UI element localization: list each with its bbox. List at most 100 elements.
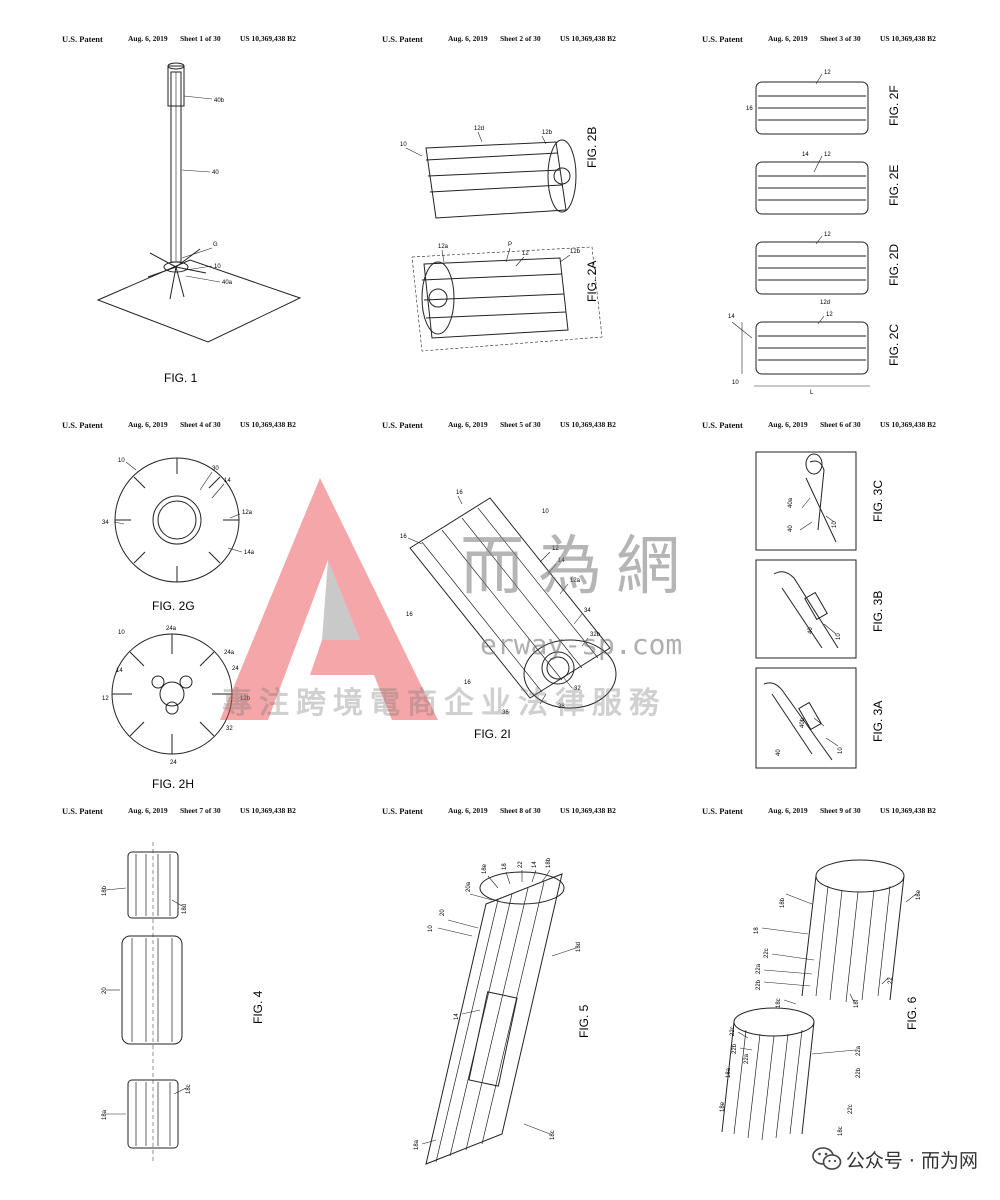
patent-label: U.S. Patent [702,806,743,816]
figure-label: FIG. 2C [887,324,901,366]
ref-label: 22a [756,963,762,974]
fig-2-drawing: 10 12d 12b 12a P 12 12b FIG. 2B FIG. 2A [400,126,603,352]
ref-label: 10 [832,521,838,528]
ref-label: 12 [826,312,833,318]
ref-label: 12b [570,249,581,255]
ref-label: 12a [438,244,449,250]
ref-label: 40 [776,749,782,756]
ref-label: 10 [118,458,125,464]
ref-label: 18e [482,863,488,874]
ref-label: 18b [102,885,108,896]
ref-label: 18a [414,1139,420,1150]
ref-label: 10 [118,630,125,636]
ref-label: 36 [502,710,509,716]
ref-label: 22b [756,979,762,990]
ref-label: 12 [102,696,109,702]
ref-label: 24 [170,760,177,766]
figure-label: FIG. 2E [887,165,901,206]
ref-label: 14 [802,152,809,158]
patent-date: Aug. 6, 2019 [128,420,168,429]
patent-date: Aug. 6, 2019 [768,806,808,815]
fig-4-drawing: 18b 18d 20 18a 18c FIG. 4 [102,842,265,1164]
patent-number: US 10,369,438 B2 [880,34,936,43]
ref-label: 40 [212,170,219,176]
fig-2i-drawing: 10 16 16 12 14 12a 34 32b 32 38 36 16 16… [400,490,617,741]
ref-label: 30 [212,466,219,472]
ref-label: 32b [590,632,601,638]
patent-label: U.S. Patent [62,806,103,816]
sheet-number: Sheet 9 of 30 [820,806,861,815]
sheet-header: U.S. Patent Aug. 6, 2019 Sheet 2 of 30 U… [382,34,700,48]
ref-label: 22b [856,1067,862,1078]
ref-label: 16 [406,612,413,618]
ref-label: 14a [244,550,255,556]
ref-label: 12 [824,152,831,158]
fig-3-drawing: 40a 40 10 40 10 40b 40 10 FIG. 3C FIG. 3… [755,451,885,769]
ref-label: 18c [838,1126,844,1136]
ref-label: 22a [856,1045,862,1056]
wechat-icon [812,1147,842,1170]
patent-date: Aug. 6, 2019 [768,420,808,429]
patent-date: Aug. 6, 2019 [448,34,488,43]
ref-label: 12 [824,70,831,76]
patent-number: US 10,369,438 B2 [560,34,616,43]
ref-label: 14 [558,558,565,564]
ref-label: 40a [222,280,233,286]
sheet-header: U.S. Patent Aug. 6, 2019 Sheet 8 of 30 U… [382,806,700,820]
ref-label: 24a [166,626,177,632]
ref-label: 22c [764,948,770,958]
ref-label: 14 [224,478,231,484]
ref-label: 18e [916,889,922,900]
ref-label: 38 [558,704,565,710]
figure-label: FIG. 3B [871,591,885,632]
ref-label: 16 [400,534,407,540]
ref-label: 24a [224,650,235,656]
fig-1-drawing: 40b 40 G 10 40a FIG. 1 [96,62,302,385]
sheet-header: U.S. Patent Aug. 6, 2019 Sheet 3 of 30 U… [702,34,1000,48]
ref-label: 22c [730,1026,736,1036]
figure-label: FIG. 2G [152,599,195,613]
fig-2g-2h-drawing: 10 30 14 12a 34 14a 10 24a 24a 24 14 12 … [102,457,255,788]
sheet-number: Sheet 7 of 30 [180,806,221,815]
fig-6-drawing: 18b 18 22c 22a 22b 18c 18e 22 18f 22c 22… [720,859,922,1141]
patent-number: US 10,369,438 B2 [880,420,936,429]
ref-label: 10 [542,509,549,515]
ref-label: 40b [214,98,225,104]
patent-number: US 10,369,438 B2 [240,34,296,43]
figure-label: FIG. 2H [152,777,194,788]
ref-label: 18 [754,927,760,934]
ref-label: 34 [584,608,591,614]
ref-label: 16 [456,490,463,496]
patent-number: US 10,369,438 B2 [560,420,616,429]
patent-label: U.S. Patent [62,34,103,44]
figure-label: FIG. 3C [871,480,885,522]
ref-label: 12a [242,510,253,516]
wechat-account[interactable]: 公众号 · 而为网 [812,1146,978,1174]
ref-label: 40 [788,525,794,532]
patent-date: Aug. 6, 2019 [128,806,168,815]
figure-label: FIG. 2F [887,85,901,126]
figure-label: FIG. 4 [251,990,265,1024]
ref-label: 22b [732,1043,738,1054]
sheet-number: Sheet 4 of 30 [180,420,221,429]
patent-date: Aug. 6, 2019 [128,34,168,43]
ref-label: 12d [474,126,484,132]
sheet-header: U.S. Patent Aug. 6, 2019 Sheet 7 of 30 U… [62,806,380,820]
patent-date: Aug. 6, 2019 [448,420,488,429]
ref-label: 18c [186,1084,192,1094]
ref-label: 14 [454,1013,460,1020]
figure-label: FIG. 2D [887,244,901,286]
ref-label: 18b [780,897,786,908]
patent-label: U.S. Patent [382,420,423,430]
patent-number: US 10,369,438 B2 [560,806,616,815]
sheet-header: U.S. Patent Aug. 6, 2019 Sheet 1 of 30 U… [62,34,380,48]
ref-label: 18a [726,1067,732,1078]
patent-number: US 10,369,438 B2 [240,806,296,815]
ref-label: 40a [788,497,794,508]
ref-label: 12 [824,232,831,238]
ref-label: G [213,242,218,248]
fig-5-drawing: 10 20 20a 18e 18 22 14 18b 18d 14 18c 18… [414,857,591,1165]
ref-label: 20 [440,909,446,916]
sheet-number: Sheet 6 of 30 [820,420,861,429]
sheet-number: Sheet 5 of 30 [500,420,541,429]
